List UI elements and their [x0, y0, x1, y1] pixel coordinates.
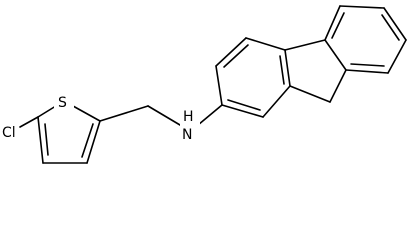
bond-c4-c5-double	[44, 123, 49, 156]
chlorine-label: Cl	[2, 125, 16, 141]
bond-fl-k	[324, 5, 341, 41]
bond-fl-m	[383, 7, 407, 41]
bond-fl-h	[289, 85, 331, 103]
bond-fl-f-double	[227, 99, 261, 111]
bond-fl-d-double	[279, 55, 285, 85]
molecule-diagram: S Cl H N	[2, 5, 407, 164]
structure-canvas: S Cl H N	[2, 5, 407, 164]
bond-fl-g	[284, 39, 326, 51]
bond-fl-e	[262, 85, 291, 118]
bond-c4-c5	[37, 116, 44, 164]
bond-fl-j	[324, 39, 347, 71]
sulfur-label-bg	[54, 92, 74, 110]
sulfur-label: S	[58, 95, 67, 111]
bond-fl-d	[284, 49, 291, 87]
bond-fl-m-double	[381, 14, 400, 41]
bond-fl-c	[245, 37, 286, 51]
bond-fl-o-double	[350, 63, 385, 67]
bond-ch2-n	[147, 105, 181, 126]
bond-n-c2fl	[197, 104, 223, 126]
atom-labels: S Cl H N	[2, 92, 200, 144]
amine-label-bg	[180, 108, 200, 144]
bond-fl-f	[221, 104, 264, 118]
bonds	[19, 5, 407, 164]
bond-cl-c5	[19, 116, 39, 128]
bond-c2-c3-double	[81, 123, 94, 158]
bond-fl-o	[345, 69, 389, 74]
bond-fl-i	[329, 69, 347, 103]
bond-fl-b-double	[223, 44, 249, 68]
bond-fl-n	[387, 39, 407, 74]
bond-fl-l	[339, 5, 385, 9]
bond-c2-c3	[86, 120, 101, 164]
bond-fl-a	[215, 65, 223, 106]
bond-fl-k-double	[331, 12, 345, 39]
bond-fl-b	[215, 37, 247, 67]
bond-c2-ch2	[99, 105, 149, 122]
amine-h-label: H	[183, 109, 194, 125]
amine-n-label: N	[182, 127, 192, 143]
